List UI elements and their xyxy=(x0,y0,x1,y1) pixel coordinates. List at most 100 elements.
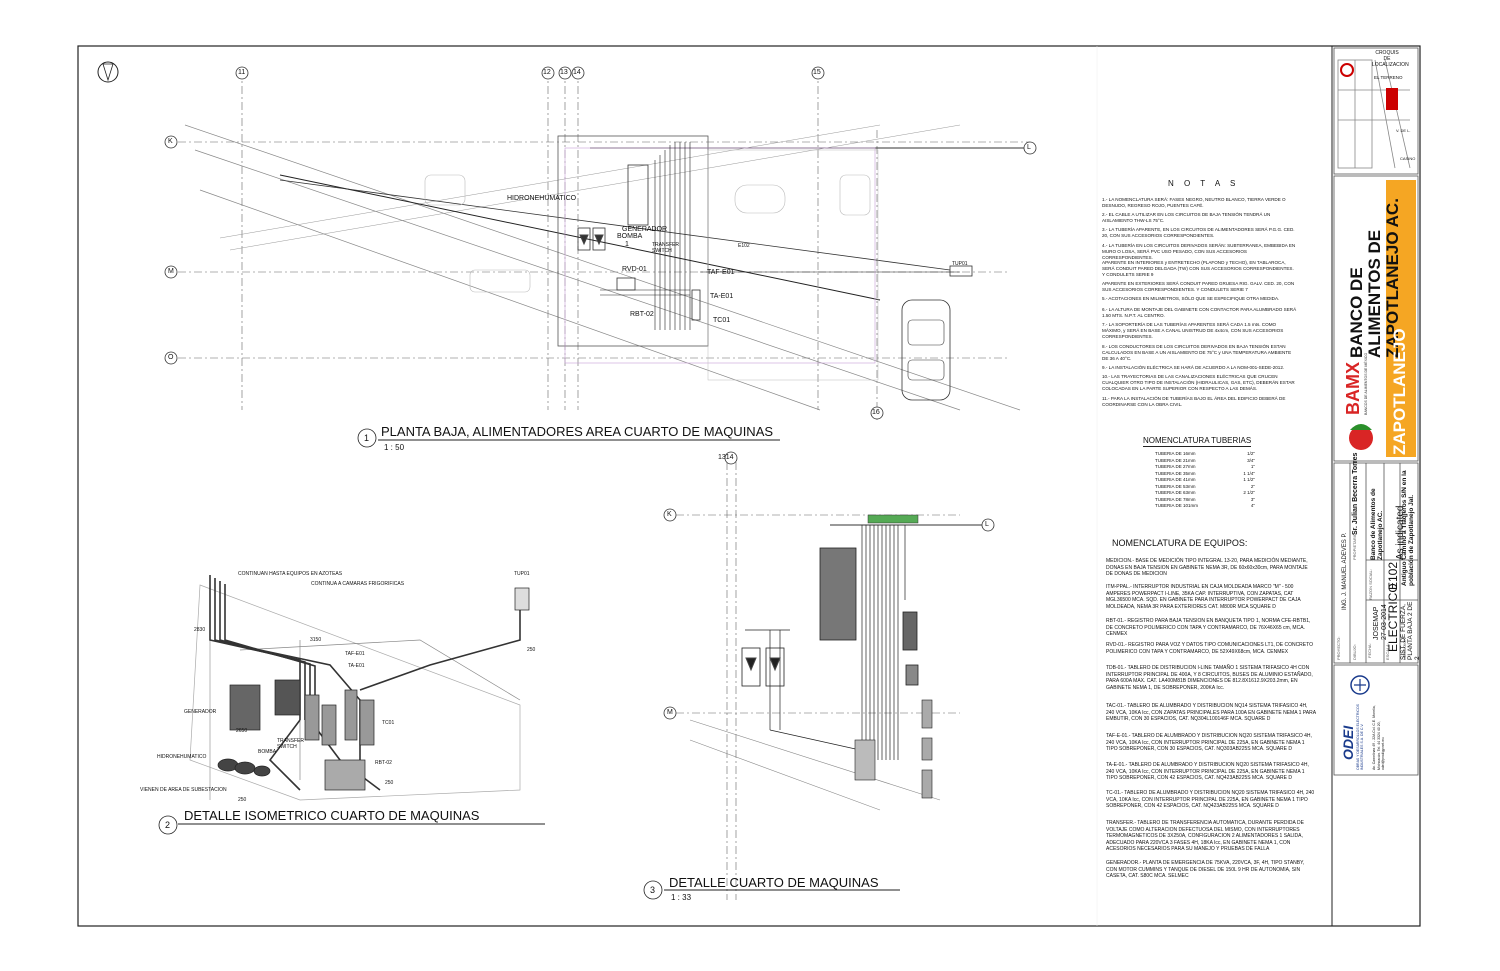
label-generador: GENERADOR xyxy=(622,226,668,233)
view-1-scale: 1 : 50 xyxy=(384,443,405,452)
view-1-title-marker xyxy=(357,428,780,448)
dibujo-label: DIBUJO: xyxy=(1352,644,1357,660)
pipe-nomenclature-title: NOMENCLATURA TUBERIAS xyxy=(1143,436,1252,445)
equipment-item: TC-01.- TABLERO DE ALUMBRADO Y DISTRIBUC… xyxy=(1106,790,1315,809)
note-item: APARENTE EN EXTERIORES SERÁ CONDUIT PARE… xyxy=(1102,281,1295,293)
firm-subtitle: OBRAS Y DESARROLLOS ELECTRICOS INDUSTRIA… xyxy=(1356,703,1364,770)
escala-value: As indicated xyxy=(1395,505,1406,560)
pipe-nomenclature-underline xyxy=(1143,446,1251,447)
iso-label-transfer-switch: TRANSFER SWITCH xyxy=(277,738,304,750)
equipment-item: TA-E-01.- TABLERO DE ALUMBRADO Y DISTRIB… xyxy=(1106,762,1309,781)
detail-view-3 xyxy=(676,462,985,900)
view-3-title-marker xyxy=(643,880,900,900)
grid-label-k-detail: K xyxy=(667,511,672,518)
view-2-title: DETALLE ISOMETRICO CUARTO DE MAQUINAS xyxy=(184,808,480,823)
note-item: 10.- LAS TRAYECTORIAS DE LAS CANALIZACIO… xyxy=(1102,374,1295,392)
grid-label-11: 11 xyxy=(238,69,246,76)
iso-dim-2650: 2650 xyxy=(236,728,248,734)
note-item: 1.- LA NOMENCLATURA SERÁ: FASES NEGRO, N… xyxy=(1102,197,1286,209)
firm-logo-text: ODEI xyxy=(1340,725,1356,760)
equipment-item: RVD-01.- REGISTRO PARA VOZ Y DATOS TIPO … xyxy=(1106,642,1313,655)
iso-label-subestacion: VIENEN DE AREA DE SUBESTACION xyxy=(140,787,227,793)
grid-label-l: L xyxy=(1027,144,1031,151)
view-1-number: 1 xyxy=(364,433,370,443)
razon-block: Banco de Alimentos de Zapotlanejo AC. xyxy=(1370,466,1384,560)
iso-dim-250-b: 250 xyxy=(385,780,394,786)
grid-label-m: M xyxy=(168,268,174,275)
iso-dim-3150: 3150 xyxy=(310,637,322,643)
propietario-label: PROPIETARIO: xyxy=(1352,531,1357,560)
label-tae01: TA-E01 xyxy=(710,293,734,300)
note-item: 4.- LA TUBERÍA EN LOS CIRCUITOS DERIVADO… xyxy=(1102,243,1296,261)
grid-label-16: 16 xyxy=(872,409,880,416)
view-3-number: 3 xyxy=(650,885,656,895)
grid-label-1314: 1314 xyxy=(718,454,734,461)
grid-label-15: 15 xyxy=(813,69,821,76)
iso-label-tafe01: TAF-E01 xyxy=(345,651,365,657)
label-bomba-number: 1 xyxy=(625,241,629,248)
grid-label-m-detail: M xyxy=(667,709,673,716)
note-item: 9.- LA INSTALACIÓN ELÉCTRICA SE HARÁ DE … xyxy=(1102,365,1285,370)
plan-view-1 xyxy=(178,70,1030,420)
iso-label-camaras: CONTINUA A CAMARAS FRIGORIFICAS xyxy=(311,581,405,587)
sheet-number: E102 xyxy=(1386,561,1400,590)
firm-address-block: Av. Camelinas 49 - 22A Col. C.E. Morelia… xyxy=(1372,700,1412,770)
bamx-logo-text: BAMX xyxy=(1343,362,1363,415)
note-item: 2.- EL CABLE A UTILIZAR EN LOS CIRCUITOS… xyxy=(1102,212,1271,224)
note-item: APARENTE EN INTERIORES y ENTRETECHO (PLA… xyxy=(1102,260,1294,278)
note-item: 8.- LOS CONDUCTORES DE LOS CIRCUITOS DER… xyxy=(1102,344,1292,362)
note-item: 3.- LA TUBERÍA APARENTE, EN LOS CIRCUITO… xyxy=(1102,227,1295,239)
client-name-block: BANCO DE ALIMENTOS DE ZAPOTLANEJO AC. xyxy=(1347,180,1402,360)
croquis-label: CROQUIS DE LOCALIZACION xyxy=(1372,50,1409,68)
equipment-item: TDB-01.- TABLERO DE DISTRIBUCION I-LINE … xyxy=(1106,665,1313,691)
iso-dim-250-c: 250 xyxy=(238,797,247,803)
grid-bubbles-detail xyxy=(663,451,995,720)
note-item: 7.- LA SOPORTERÍA DE LAS TUBERÍAS APAREN… xyxy=(1102,322,1284,340)
el-terreno-label: EL TERRENO xyxy=(1374,75,1403,80)
especialidad-value: ELECTRICO xyxy=(1386,583,1400,652)
grid-bubbles-plan xyxy=(164,66,1037,420)
view-1-title: PLANTA BAJA, ALIMENTADORES AREA CUARTO D… xyxy=(381,424,774,439)
fecha-label: FECHA: xyxy=(1367,643,1372,658)
propietario-value: Sr. Julian Becerra Torres xyxy=(1352,452,1359,535)
north-arrow-icon xyxy=(97,61,119,83)
note-item: 6.- LA ALTURA DE MONTAJE DEL GABINETE CO… xyxy=(1102,307,1297,319)
iso-dim-2830: 2830 xyxy=(194,627,206,633)
odei-logo-icon xyxy=(1350,675,1370,695)
isometric-view-2 xyxy=(189,575,530,801)
equipment-item: TAC-01.- TABLERO DE ALUMBRADO Y DISTRIBU… xyxy=(1106,703,1316,722)
equipment-item: TAF-E-01.- TABLERO DE ALUMBRADO Y DISTRI… xyxy=(1106,733,1312,752)
label-rvd01: RVD-01 xyxy=(622,266,647,273)
note-item: 5.- ACOTACIONES EN MILIMETROS, SÓLO QUE … xyxy=(1102,296,1280,301)
proyecto-value: ING. J. MANUEL ADEVES P. xyxy=(1342,532,1348,610)
view-2-title-marker xyxy=(158,815,545,835)
grid-label-l-detail: L xyxy=(985,521,989,528)
view-3-title: DETALLE CUARTO DE MAQUINAS xyxy=(669,875,879,890)
map-street-label: V. DE L. xyxy=(1396,128,1411,133)
iso-label-hidronehumatico: HIDRONEHUMATICO xyxy=(157,754,207,760)
plano-block: SIST. DE FUERZA, PLANTA BAJA 2 DE 2 xyxy=(1400,600,1421,660)
equipment-item: ITM-PPAL.- INTERRUPTOR INDUSTRIAL EN CAJ… xyxy=(1106,584,1301,610)
map-street-casino: CASINO xyxy=(1400,156,1416,161)
label-bomba: BOMBA xyxy=(617,233,643,240)
notes-title: N O T A S xyxy=(1168,179,1240,188)
iso-label-azoteas: CONTINUAN HASTA EQUIPOS EN AZOTEAS xyxy=(238,571,343,577)
equipment-item: GENERADOR.- PLANTA DE EMERGENCIA DE 75KV… xyxy=(1106,860,1305,879)
firm-address: Av. Camelinas 49 - 22A Col. C.E. Morelia… xyxy=(1372,705,1386,770)
iso-label-generador: GENERADOR xyxy=(184,709,217,715)
label-tc01: TC01 xyxy=(713,317,731,324)
equipment-item: RBT-01.- REGISTRO PARA BAJA TENSION EN B… xyxy=(1106,618,1311,637)
iso-label-bomba: BOMBA xyxy=(258,749,277,755)
iso-label-tae01: TA-E01 xyxy=(348,663,365,669)
dibujo-value: JOSEMAP xyxy=(1373,606,1380,640)
firm-sub-block: OBRAS Y DESARROLLOS ELECTRICOS INDUSTRIA… xyxy=(1356,700,1368,770)
iso-dim-250-a: 250 xyxy=(527,647,536,653)
bamx-logo-icon xyxy=(1349,180,1416,457)
